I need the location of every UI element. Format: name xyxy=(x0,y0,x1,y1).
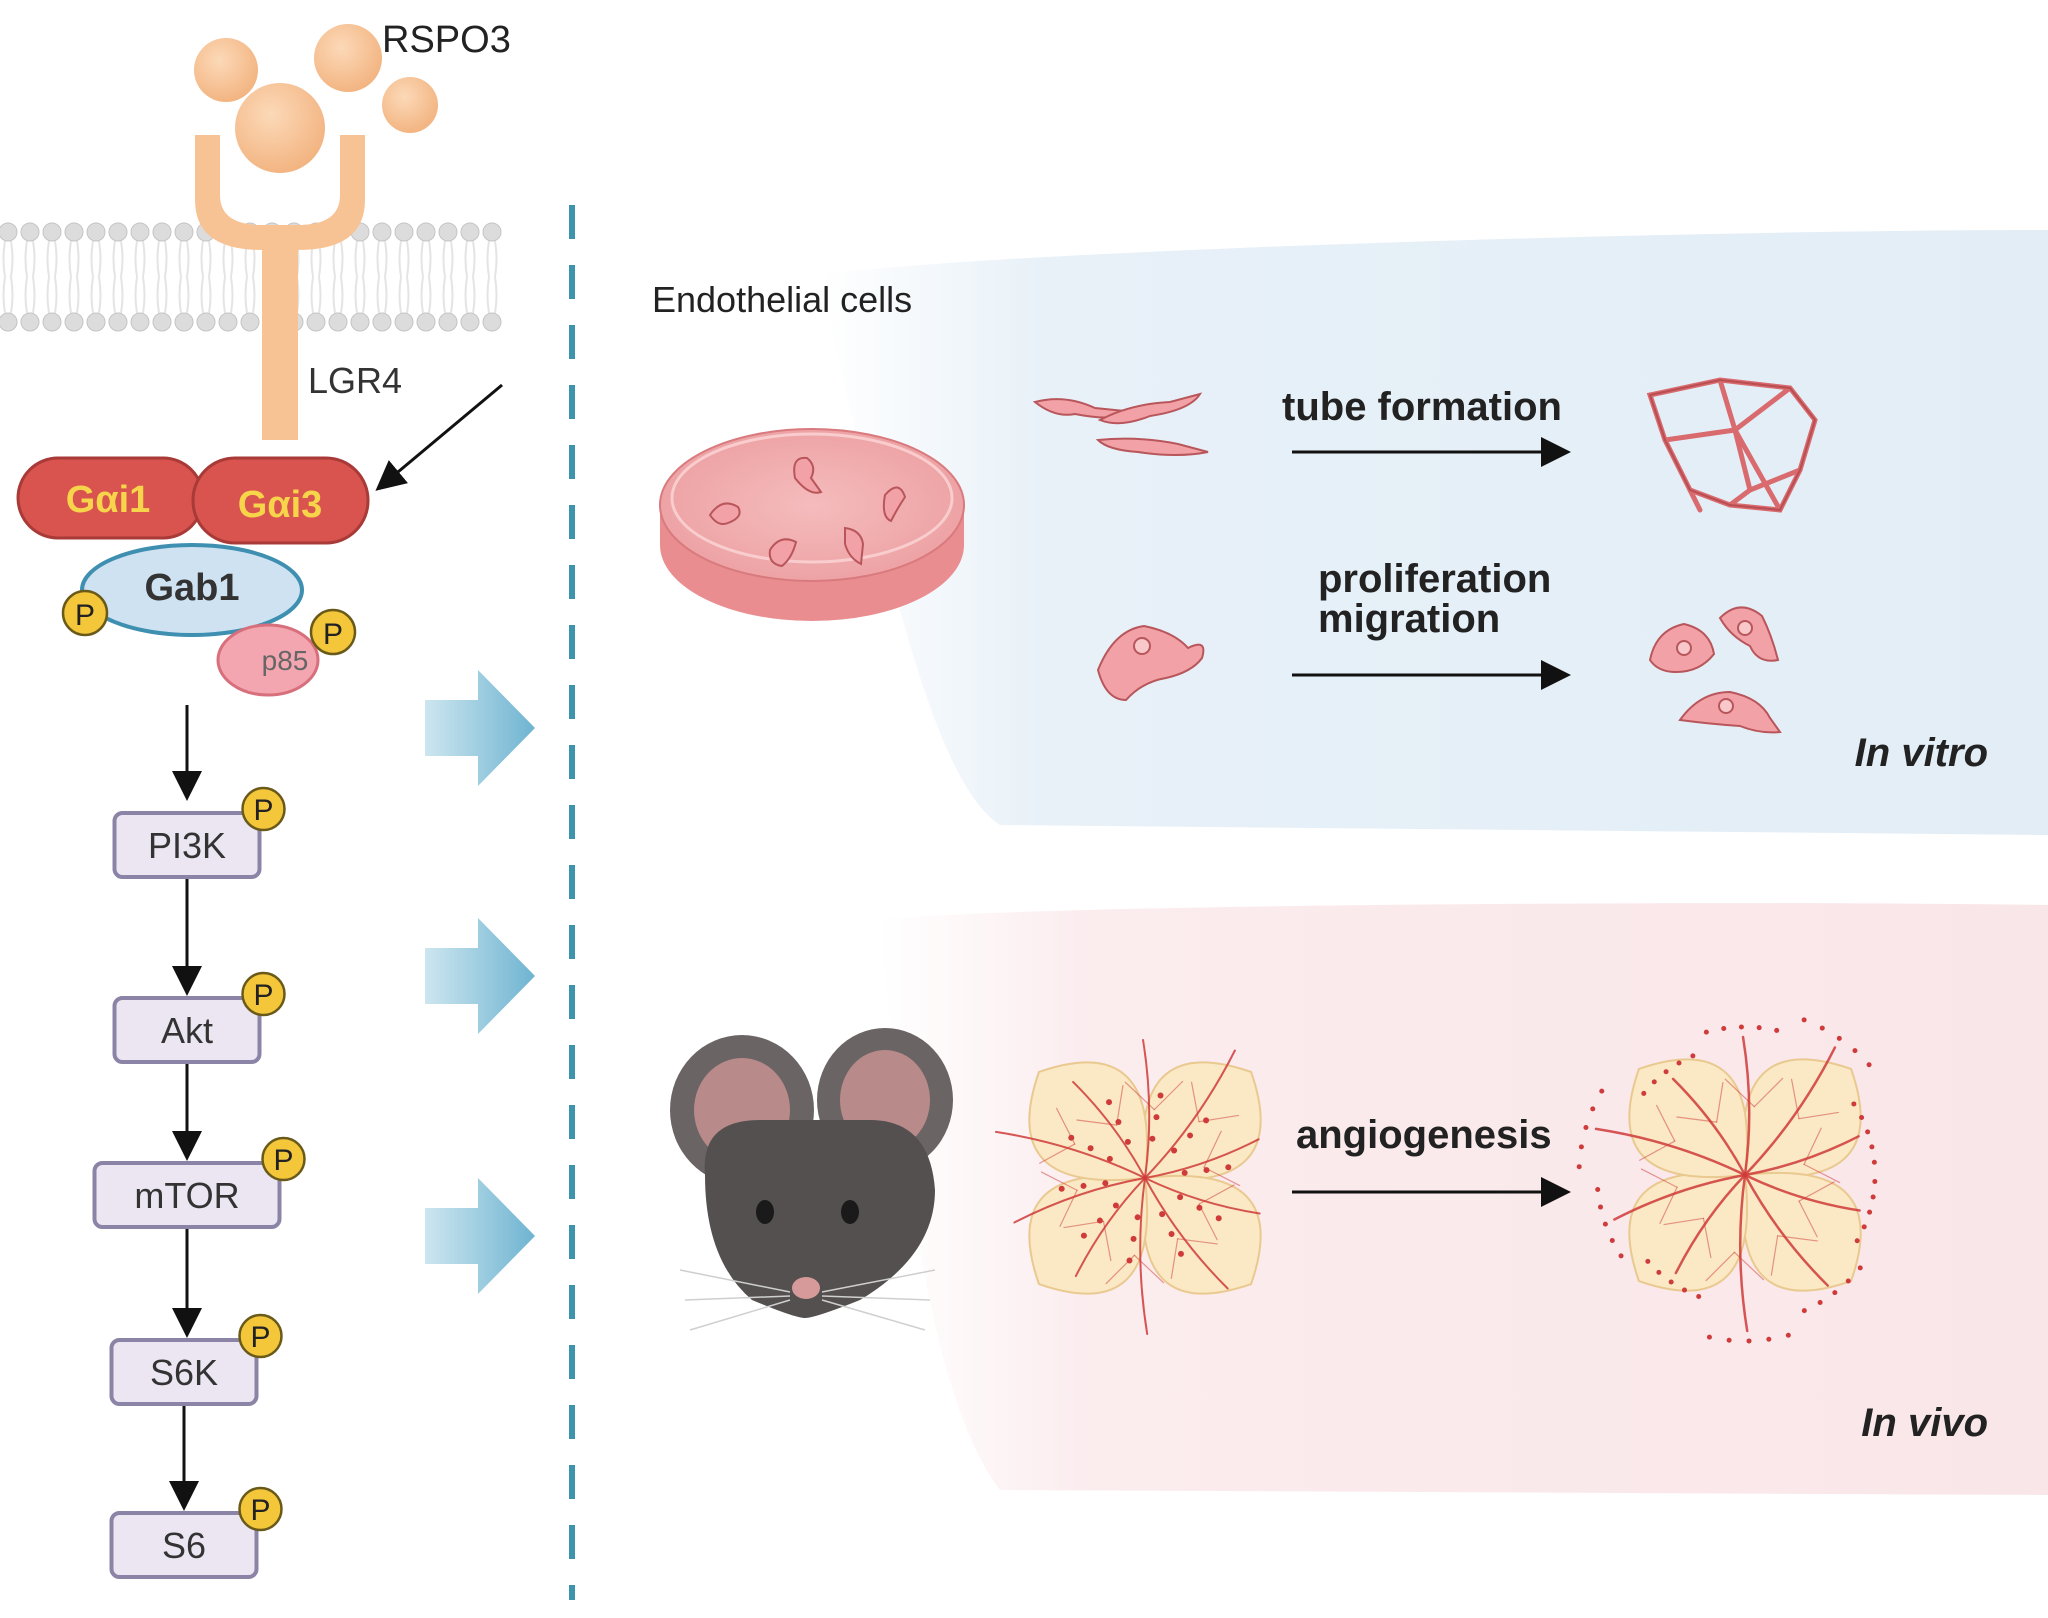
svg-text:P: P xyxy=(273,1144,293,1177)
phospho-badge: P xyxy=(241,971,286,1017)
p85-label: p85 xyxy=(262,645,309,676)
cascade-node-akt: Akt xyxy=(112,996,262,1064)
tube-network-detail xyxy=(1648,378,1817,512)
cascade-node-pi3k: PI3K xyxy=(112,811,262,879)
svg-text:P: P xyxy=(250,1494,270,1527)
angiogenesis-label: angiogenesis xyxy=(1296,1113,1552,1157)
tube-formation-label: tube formation xyxy=(1282,385,1562,429)
cascade-node-label: PI3K xyxy=(148,825,226,866)
gai3-protein xyxy=(191,456,370,545)
cascade-node-label: Akt xyxy=(161,1010,213,1051)
svg-text:P: P xyxy=(253,794,273,827)
elongated-cells xyxy=(1032,392,1209,456)
lgr4-label: LGR4 xyxy=(308,360,402,401)
p85-phospho-badge: P xyxy=(309,608,357,656)
migration-label: migration xyxy=(1318,597,1500,641)
retina-before xyxy=(994,1039,1262,1335)
phospho-badge: P xyxy=(238,1313,283,1359)
in-vitro-tag: In vitro xyxy=(1855,731,1988,775)
p85-protein xyxy=(216,623,320,697)
rspo3-label: RSPO3 xyxy=(382,19,511,61)
cascade-node-s6: S6 xyxy=(109,1511,259,1579)
lgr4-receptor xyxy=(195,135,365,440)
phospho-badge: P xyxy=(241,786,286,832)
gai1-label: Gαi1 xyxy=(66,479,151,521)
lgr4-to-gai-arrow xyxy=(375,383,503,491)
effect-arrow-top xyxy=(425,670,535,786)
in-vivo-tag: In vivo xyxy=(1861,1401,1988,1445)
endothelial-cells-label: Endothelial cells xyxy=(652,279,912,320)
single-cell xyxy=(1096,624,1205,702)
cascade-node-mtor: mTOR xyxy=(92,1161,282,1229)
proliferation-label: proliferation xyxy=(1318,557,1551,601)
effect-arrow-middle xyxy=(425,918,535,1034)
svg-text:P: P xyxy=(253,979,273,1012)
svg-text:P: P xyxy=(250,1321,270,1354)
gab1-label: Gab1 xyxy=(144,567,239,609)
svg-text:P: P xyxy=(75,599,95,632)
gab1-phospho-badge: P xyxy=(61,589,109,637)
effect-arrow-bottom xyxy=(425,1178,535,1294)
mouse-illustration xyxy=(670,1028,953,1331)
retina-after xyxy=(1576,1017,1878,1344)
rspo3-ligand xyxy=(194,24,438,173)
cascade-node-label: S6 xyxy=(162,1525,206,1566)
petri-dish xyxy=(659,428,965,621)
cascade-node-label: S6K xyxy=(150,1352,218,1393)
phospho-badge: P xyxy=(261,1136,306,1182)
cascade-node-label: mTOR xyxy=(134,1175,239,1216)
gai3-label: Gαi3 xyxy=(238,484,323,526)
cascade-node-s6k: S6K xyxy=(109,1338,259,1406)
svg-text:P: P xyxy=(323,618,343,651)
in-vivo-panel xyxy=(880,903,2048,1495)
phospho-badge: P xyxy=(238,1486,283,1532)
proliferated-cells xyxy=(1648,606,1782,734)
